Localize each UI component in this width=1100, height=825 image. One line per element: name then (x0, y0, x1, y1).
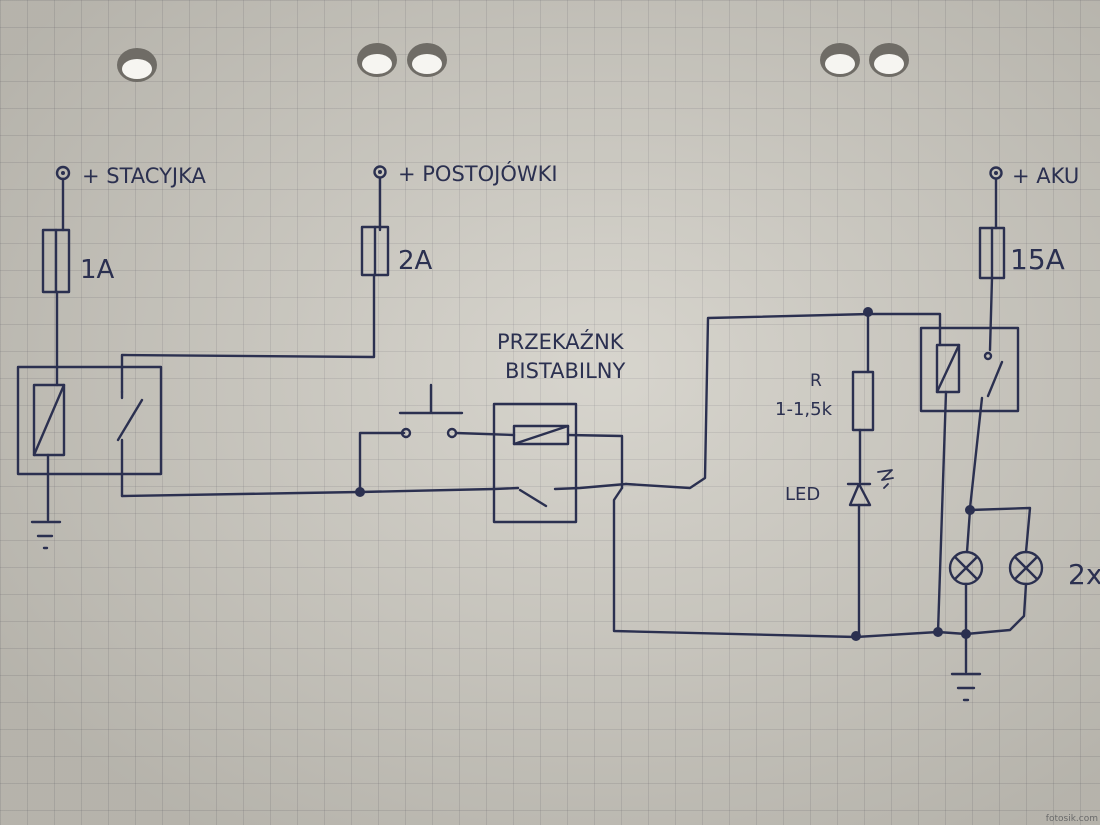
watermark: fotosik.com (1046, 814, 1098, 824)
resistor (851, 370, 875, 432)
relay-2-body (919, 326, 1020, 413)
relay-1-contact (116, 390, 144, 498)
relay-2-contact-blade (986, 360, 1004, 398)
wire-lamp-split (968, 506, 1032, 554)
wire-relay-to-led-branch (624, 312, 872, 490)
terminal-aku (989, 166, 1003, 180)
wire-coil-right (566, 433, 624, 490)
terminal-postojowki (373, 165, 387, 179)
button-contact-left (400, 427, 412, 439)
lamp-1 (948, 508, 984, 634)
binder-holes (117, 43, 909, 82)
wire-fuse2-relay1-contact (120, 273, 376, 394)
wire-ground-bus (854, 630, 968, 639)
label-fuse-1a: 1A (80, 255, 115, 285)
label-resistor-name: R (810, 371, 822, 391)
junction-node-ground-1 (933, 627, 943, 637)
ground-symbol-right (950, 672, 982, 702)
label-fuse-2a: 2A (398, 246, 433, 276)
lamp-2 (964, 550, 1044, 636)
label-plus-aku: + AKU (1012, 164, 1079, 188)
label-fuse-15a: 15A (1010, 243, 1065, 276)
relay-1-body (16, 365, 163, 476)
relay-1-coil-diagonal (32, 383, 66, 457)
bistable-relay-body (492, 402, 578, 524)
push-button (398, 383, 464, 415)
label-resistor-value: 1-1,5k (775, 399, 833, 420)
wire-return-bottom (612, 486, 858, 639)
wire-junction-button (358, 431, 406, 494)
wire-to-relay2-coil (868, 312, 942, 347)
wire-fuse3-relay2 (988, 276, 994, 352)
label-relay-title-2: BISTABILNY (505, 359, 626, 383)
label-relay-title-1: PRZEKAŹNK (497, 329, 625, 354)
label-plus-stacyjka: + STACYJKA (82, 164, 207, 188)
relay-2-contact-pivot (983, 351, 993, 361)
bistable-relay-contact (358, 482, 628, 508)
label-plus-postojowki: + POSTOJÓWKI (398, 161, 558, 186)
relay-2-coil (935, 343, 961, 394)
label-lamps-count: 2x (1068, 558, 1100, 591)
led-diode (846, 469, 894, 507)
wire-relay2-contact-lamps (968, 396, 984, 510)
wire-relay1-to-junction (120, 490, 362, 498)
wire-button-coil (454, 431, 516, 437)
ground-symbol-left (30, 520, 62, 550)
terminal-stacyjka (55, 165, 71, 181)
bistable-relay-coil-diagonal (512, 424, 570, 446)
wire-relay2-coil-ground (936, 390, 948, 634)
relay-2-coil-diagonal (935, 343, 961, 394)
label-led: LED (785, 484, 820, 505)
